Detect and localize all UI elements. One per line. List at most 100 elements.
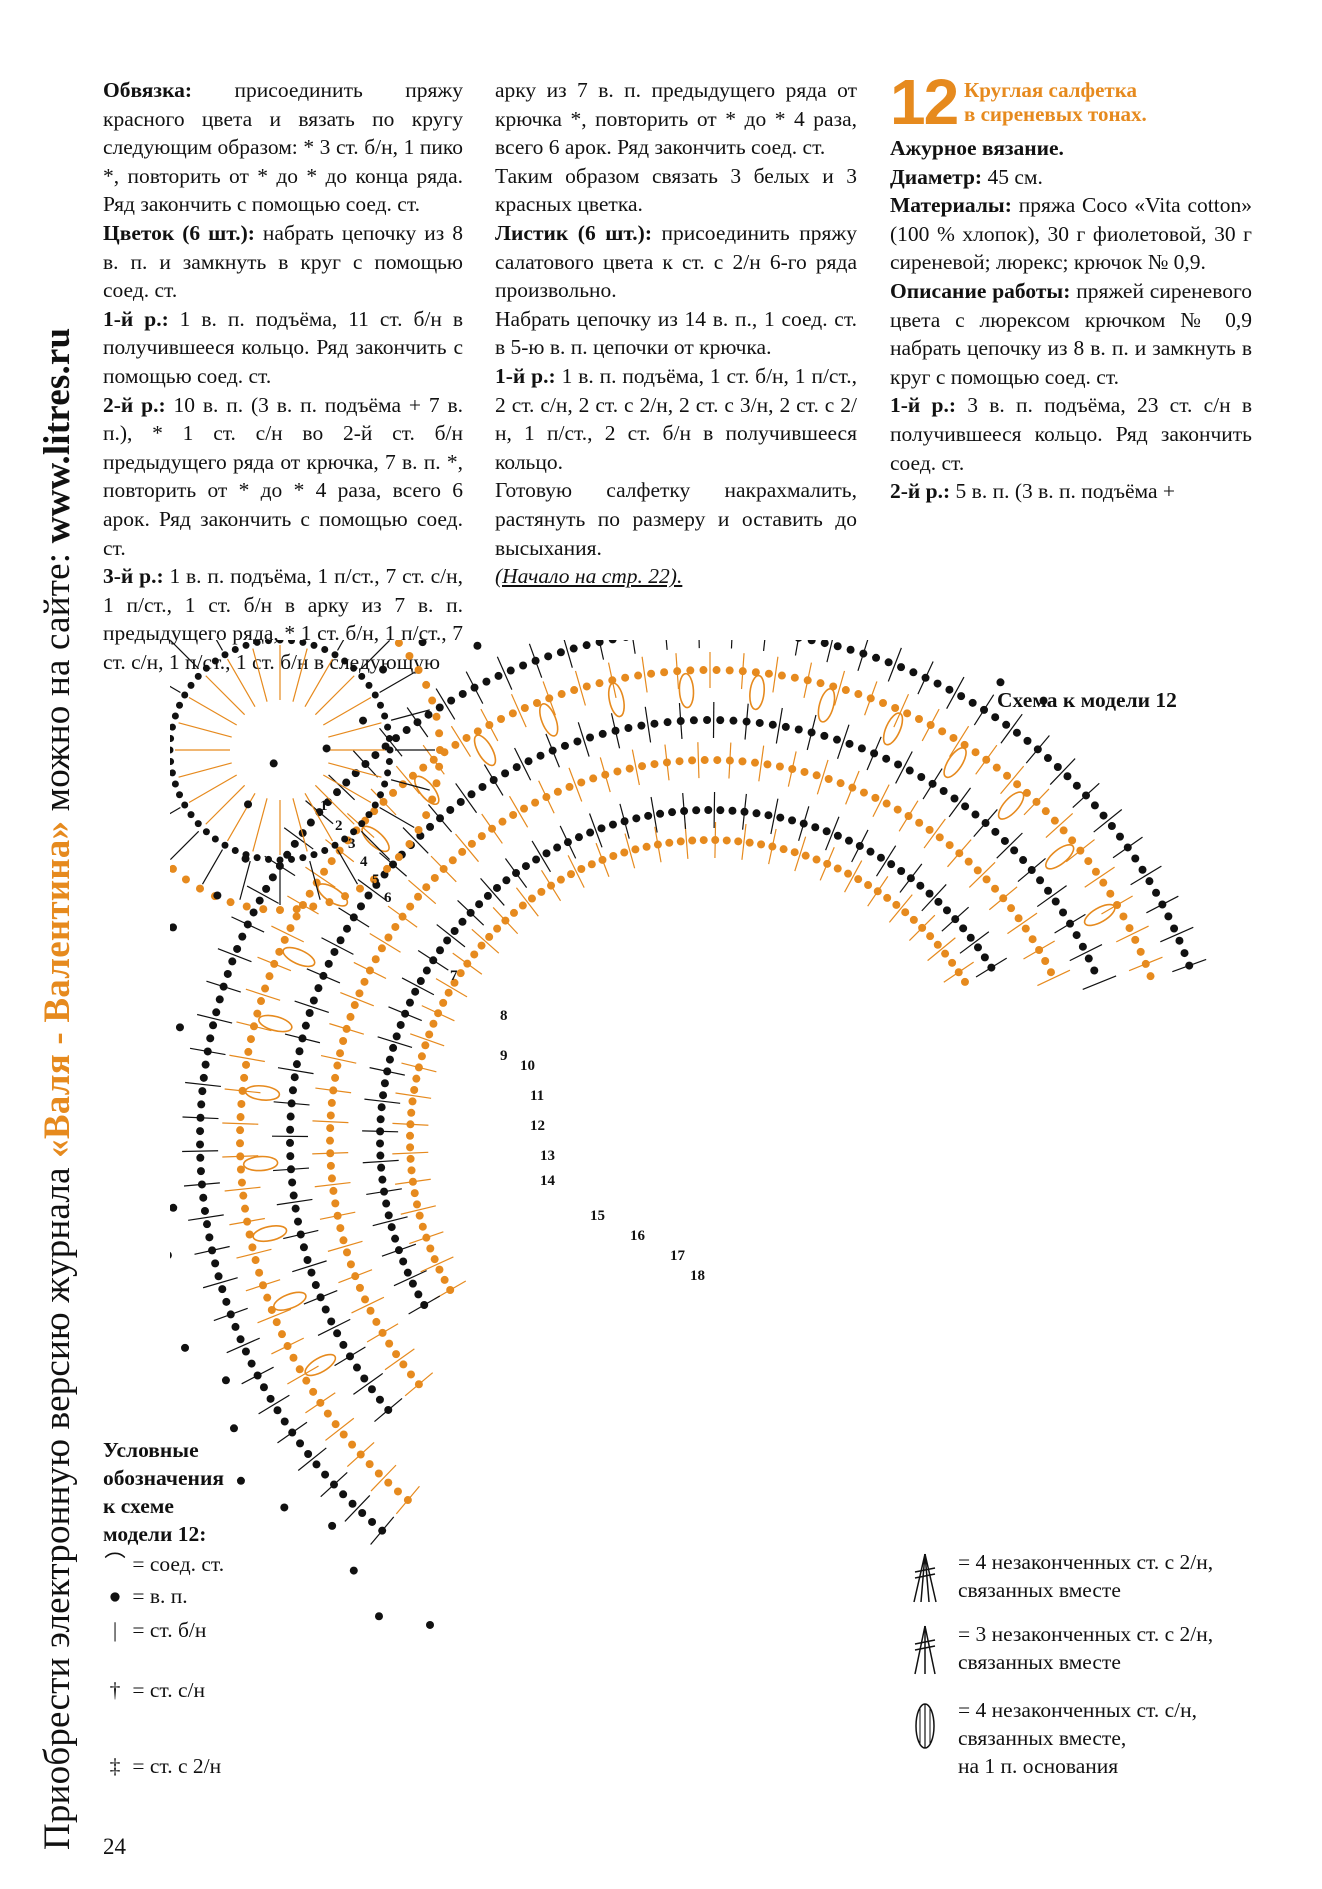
chain-dot [307, 819, 315, 827]
chain-dot [336, 1224, 344, 1232]
stitch-mark [642, 657, 647, 693]
sidebar-prefix: Приобрести электронную версию журнала [37, 1158, 78, 1850]
sidebar-site-link[interactable]: www.litres.ru [37, 328, 78, 544]
chain-dot [478, 942, 486, 950]
chain-dot [974, 943, 982, 951]
chain-dot [228, 957, 236, 965]
chain-dot [1013, 729, 1021, 737]
stitch-mark [170, 831, 198, 859]
picot-dot [996, 678, 1004, 686]
chain-dot [343, 925, 351, 933]
chain-dot [409, 1280, 417, 1288]
puff-stitch [252, 1223, 288, 1244]
legend-item-double-crochet: † = ст. с/н [103, 1676, 205, 1704]
chain-dot [991, 828, 999, 836]
chain-dot [376, 1152, 384, 1160]
chain-dot [557, 876, 565, 884]
stitch-mark [1083, 976, 1116, 989]
chain-dot [304, 1450, 312, 1458]
chain-dot [948, 959, 956, 967]
chain-dot [314, 984, 322, 992]
chain-dot [609, 640, 617, 643]
stitch-mark [206, 785, 245, 824]
chain-dot [613, 767, 621, 775]
paragraph-label: Описание работы: [890, 279, 1070, 303]
puff-stitch [679, 673, 695, 708]
chain-dot [537, 888, 545, 896]
chain-dot [451, 927, 459, 935]
paragraph: Набрать цепочку из 14 в. п., 1 соед. ст.… [495, 305, 857, 362]
chain-dot [565, 783, 573, 791]
chain-dot [332, 1420, 340, 1428]
chain-dot [993, 764, 1001, 772]
chain-dot [360, 1374, 368, 1382]
stitch-mark [189, 775, 237, 803]
chain-dot [327, 1111, 335, 1119]
chain-dot [327, 1162, 335, 1170]
chain-dot [519, 661, 527, 669]
stitch-mark [698, 640, 699, 648]
chain-dot [620, 849, 628, 857]
chain-dot [1181, 949, 1189, 957]
chain-dot [609, 852, 617, 860]
chain-dot [1100, 812, 1108, 820]
chain-dot [273, 1318, 281, 1326]
picot-dot [323, 744, 331, 752]
chain-dot [233, 945, 241, 953]
chain-dot [858, 744, 866, 752]
legend-line: = 3 незаконченных ст. с 2/н, [958, 1622, 1213, 1646]
stitch-mark [183, 1117, 219, 1119]
chain-dot [346, 1013, 354, 1021]
chain-dot [776, 814, 784, 822]
chain-dot [813, 856, 821, 864]
chain-dot [296, 1365, 304, 1373]
legend-text: = в. п. [132, 1584, 187, 1608]
row-number: 13 [540, 1148, 555, 1164]
chain-dot [801, 768, 809, 776]
paragraph-text: Таким образом связать 3 белых и 3 красны… [495, 164, 857, 217]
chain-dot [1137, 948, 1145, 956]
chain-dot [222, 651, 229, 658]
stitch-mark [271, 1338, 303, 1354]
chain-dot [286, 1139, 294, 1147]
chain-dot [382, 1200, 390, 1208]
puff-stitch [536, 702, 561, 739]
chain-dot [188, 682, 195, 689]
chain-dot [321, 646, 328, 653]
row-number: 3 [348, 836, 356, 852]
chain-dot [1019, 856, 1027, 864]
paragraph-label: Листик (6 шт.): [495, 221, 652, 245]
chain-dot [510, 909, 518, 917]
chain-dot [376, 1396, 384, 1404]
chain-dot [267, 1395, 275, 1403]
chain-dot [1106, 890, 1114, 898]
chain-dot [1022, 925, 1030, 933]
chain-dot [864, 881, 872, 889]
row-number: 11 [530, 1088, 544, 1104]
chain-dot [170, 758, 174, 765]
stitch-mark [466, 672, 483, 704]
chain-dot [833, 736, 841, 744]
chain-dot [688, 837, 696, 845]
chain-dot [435, 763, 443, 771]
stitch-mark [1046, 813, 1073, 837]
chain-dot [817, 679, 825, 687]
chain-dot [286, 1126, 294, 1134]
stitch-mark [529, 644, 541, 678]
chain-dot [1145, 877, 1153, 885]
stitch-mark [1146, 896, 1178, 913]
stitch-mark [240, 861, 250, 900]
continuation-link[interactable]: (Начало на стр. 22). [495, 564, 682, 588]
chain-dot [1041, 957, 1049, 965]
chain-dot [418, 1052, 426, 1060]
chain-dot [384, 724, 391, 731]
chain-dot [1059, 908, 1067, 916]
chain-dot [885, 658, 893, 666]
chain-dot [216, 995, 224, 1003]
chain-dot [825, 775, 833, 783]
chain-dot [296, 1439, 304, 1447]
chain-dot [991, 885, 999, 893]
chain-dot [897, 663, 905, 671]
stitch-mark [928, 938, 956, 961]
chain-dot [375, 1469, 383, 1477]
